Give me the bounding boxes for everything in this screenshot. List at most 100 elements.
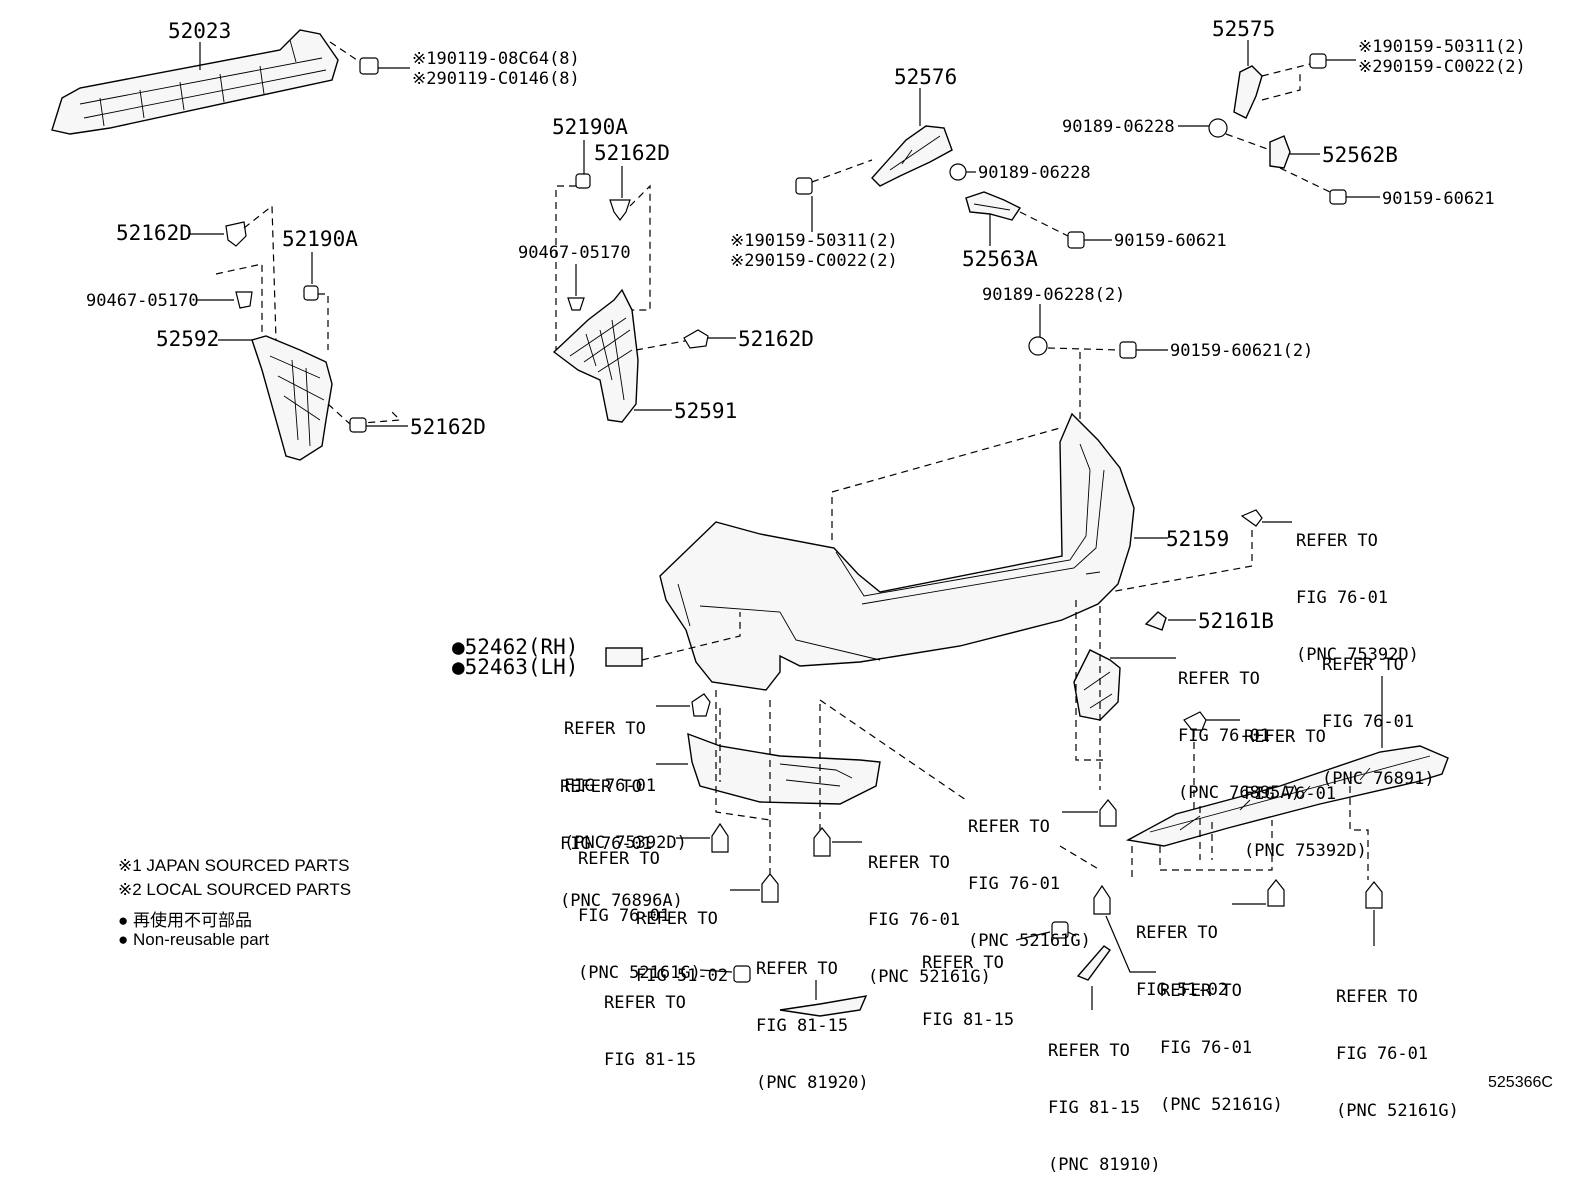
part-81910-reflector (1076, 945, 1111, 981)
clip-51-02-right (1267, 879, 1285, 907)
clip-51-02-left (761, 873, 779, 903)
bolt-90189-a (1208, 118, 1228, 138)
refer-line: FIG 76-01 (868, 910, 961, 930)
label-52462: ●52462(RH) (452, 635, 578, 659)
refer-line: FIG 76-01 (578, 906, 671, 926)
refer-block-r10: REFER TO FIG 51-02 (636, 872, 728, 1005)
bolt-90189-b (949, 163, 967, 181)
part-52161B-cap (1144, 611, 1167, 631)
label-190119: ※190119-08C64(8) (412, 49, 580, 69)
clip-52162D-l2 (349, 417, 367, 433)
refer-line: (PNC 76891) (1322, 769, 1435, 789)
refer-line: REFER TO (604, 993, 686, 1013)
refer-line: (PNC 52161G) (578, 963, 701, 983)
refer-line: REFER TO (756, 959, 838, 979)
clip-52161G-center (1099, 799, 1117, 827)
parts-diagram: 52023 ※190119-08C64(8) ※290119-C0146(8) … (51, 17, 1526, 1017)
clip-90467-l (235, 291, 253, 309)
label-52159: 52159 (1166, 527, 1229, 551)
part-76895A-retainer (1073, 649, 1121, 721)
clip-52161G-lower (1093, 884, 1111, 915)
refer-line: FIG 51-02 (636, 966, 729, 986)
refer-line: REFER TO (1244, 727, 1326, 747)
clip-52161G-left (711, 822, 729, 853)
refer-block-r2: REFER TO FIG 76-01 (PNC 76895A) (1178, 632, 1301, 822)
clip-52162D-r2 (683, 329, 709, 349)
label-90467-l: 90467-05170 (86, 291, 199, 311)
legend-japan-sourced: ※1 JAPAN SOURCED PARTS (118, 856, 350, 875)
refer-line: (PNC 75392D) (1296, 645, 1419, 665)
refer-line: REFER TO (1048, 1041, 1130, 1061)
refer-line: REFER TO (868, 853, 950, 873)
refer-line: FIG 76-01 (564, 776, 657, 796)
refer-line: FIG 76-01 (1160, 1038, 1253, 1058)
label-52162D-r1: 52162D (594, 141, 670, 165)
clip-75392D-left (691, 693, 711, 717)
refer-line: REFER TO (1336, 987, 1418, 1007)
refer-line: (PNC 76896A) (560, 891, 683, 911)
part-52562B-clip (1269, 135, 1320, 169)
part-76896A-lower-spoiler (687, 732, 881, 805)
refer-line: (PNC 75392D) (1244, 841, 1367, 861)
part-81920-reflector (779, 995, 868, 1017)
refer-line: REFER TO (922, 953, 1004, 973)
refer-block-r17: REFER TO FIG 76-01 (PNC 52161G) (1336, 950, 1459, 1140)
part-52159-bumper-cover (659, 412, 1135, 691)
legend-non-reusable-jp: ● 再使用不可部品 (118, 911, 252, 930)
label-90189-2: 90189-06228(2) (982, 285, 1125, 305)
refer-line: REFER TO (636, 909, 718, 929)
bolt-190119 (359, 57, 410, 75)
label-52591: 52591 (674, 399, 737, 423)
refer-block-r15: REFER TO FIG 76-01 (PNC 52161G) (1160, 944, 1283, 1134)
refer-line: REFER TO (560, 777, 642, 797)
refer-block-r16: REFER TO FIG 81-15 (PNC 81910) (1048, 1004, 1161, 1194)
refer-line: REFER TO (1178, 669, 1260, 689)
refer-line: (PNC 52161G) (868, 967, 991, 987)
clip-90467-r (567, 297, 585, 311)
part-52592-retainer (251, 335, 333, 461)
part-52591-retainer (552, 288, 639, 423)
refer-block-r9: REFER TO FIG 76-01 (PNC 52161G) (968, 780, 1091, 970)
refer-line: FIG 81-15 (604, 1050, 697, 1070)
bolt-90159-2 (1119, 341, 1137, 359)
clip-52161G-farright (1365, 881, 1383, 909)
nut-52190A-r (575, 173, 591, 189)
refer-line: REFER TO (1296, 531, 1378, 551)
label-52162D-r2: 52162D (738, 327, 814, 351)
refer-line: FIG 81-15 (756, 1016, 849, 1036)
refer-block-r13: REFER TO FIG 81-15 (604, 956, 696, 1089)
part-52576-bracket (871, 88, 953, 187)
label-90189-b: 90189-06228 (978, 163, 1091, 183)
refer-block-r4: REFER TO FIG 76-01 (PNC 75392D) (1244, 690, 1367, 880)
refer-block-r1: REFER TO FIG 76-01 (PNC 75392D) (1296, 494, 1419, 684)
refer-line: FIG 76-01 (1244, 784, 1337, 804)
label-52592: 52592 (156, 327, 219, 351)
clip-52162D-r1 (609, 199, 631, 221)
label-52463: ●52463(LH) (452, 655, 578, 679)
label-290119: ※290119-C0146(8) (412, 69, 580, 89)
bolt-90189-2 (1028, 336, 1048, 356)
label-90467-r: 90467-05170 (518, 243, 631, 263)
diagram-id: 525366C (1488, 1074, 1553, 1091)
part-52575-bracket (1233, 40, 1263, 119)
part-52462-pad (605, 647, 643, 667)
part-52023-reinforcement (51, 29, 339, 135)
label-52023: 52023 (168, 19, 231, 43)
label-52162D-l2: 52162D (410, 415, 486, 439)
clip-75392D-right (1183, 711, 1207, 731)
nut-52190A-l (303, 285, 319, 301)
refer-line: REFER TO (968, 817, 1050, 837)
refer-block-r7: REFER TO FIG 76-01 (PNC 52161G) (578, 812, 701, 1002)
legend-local-sourced: ※2 LOCAL SOURCED PARTS (118, 880, 352, 899)
bolt-90159-b (1067, 231, 1085, 249)
refer-line: REFER TO (578, 849, 660, 869)
refer-line: REFER TO (1136, 923, 1218, 943)
refer-line: REFER TO (564, 719, 646, 739)
label-52575: 52575 (1212, 17, 1275, 41)
refer-block-r5: REFER TO FIG 76-01 (PNC 75392D) (564, 682, 687, 872)
bolt-81-15-right (1051, 921, 1069, 939)
refer-line: FIG 76-01 (968, 874, 1061, 894)
label-52161B: 52161B (1198, 609, 1274, 633)
clip-52162D-l1 (225, 221, 247, 247)
label-52562B: 52562B (1322, 143, 1398, 167)
